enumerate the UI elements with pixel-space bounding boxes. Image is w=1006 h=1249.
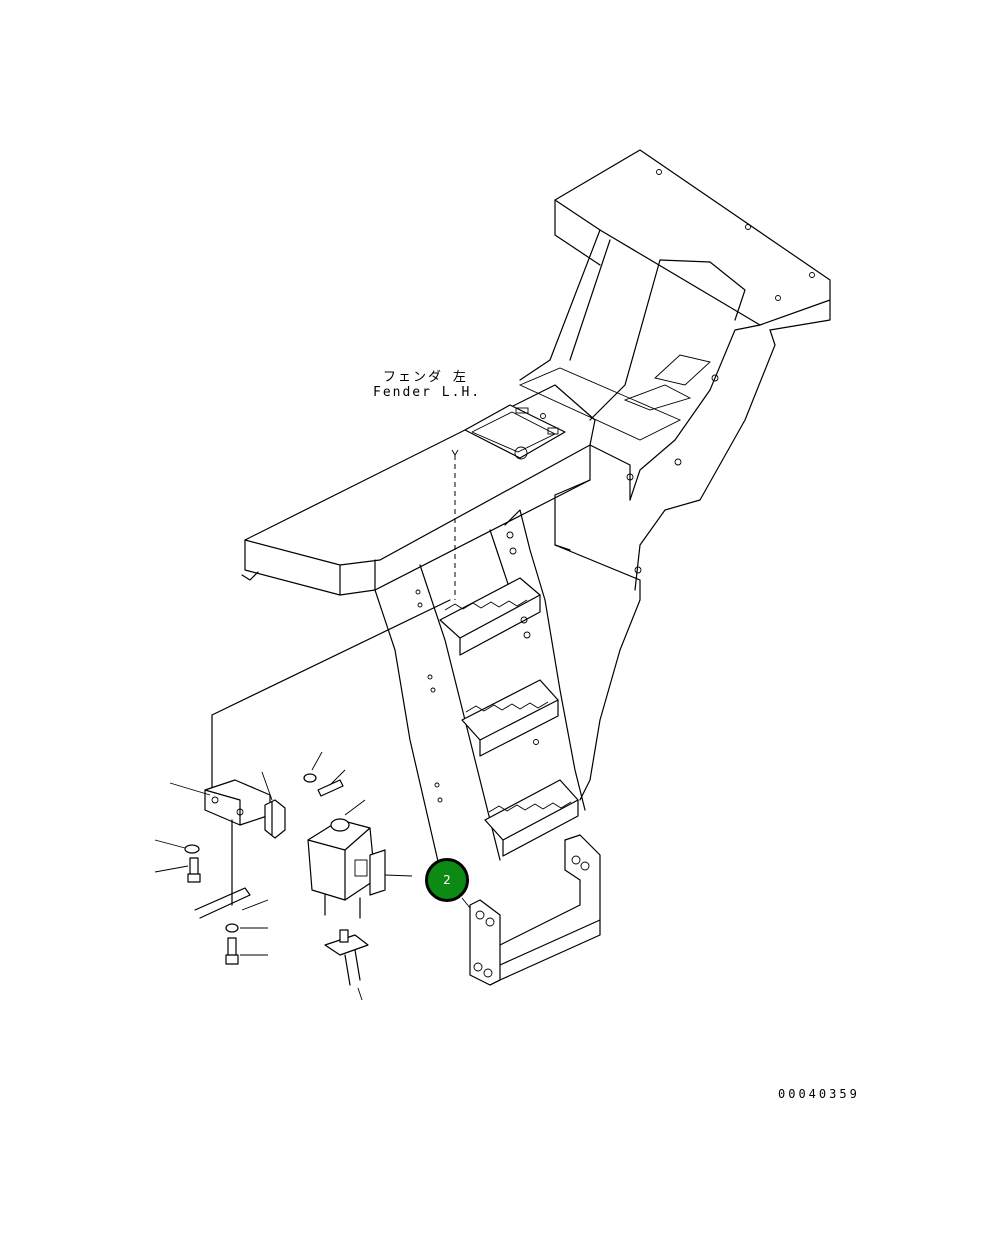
lamp-unit: [307, 818, 386, 986]
bracket-mount-line: [211, 599, 451, 791]
fender-label-jp: フェンダ 左: [383, 370, 468, 385]
fender-body: [241, 149, 831, 801]
bracket-assembly: [184, 773, 344, 965]
callout-2-button[interactable]: 2: [425, 858, 469, 902]
fender-leader-tip: [451, 449, 459, 456]
drawing-number: 00040359: [778, 1087, 860, 1101]
fender-label-en: Fender L.H.: [373, 385, 482, 400]
leader-lines: [154, 751, 471, 1001]
ladder: [374, 509, 601, 986]
